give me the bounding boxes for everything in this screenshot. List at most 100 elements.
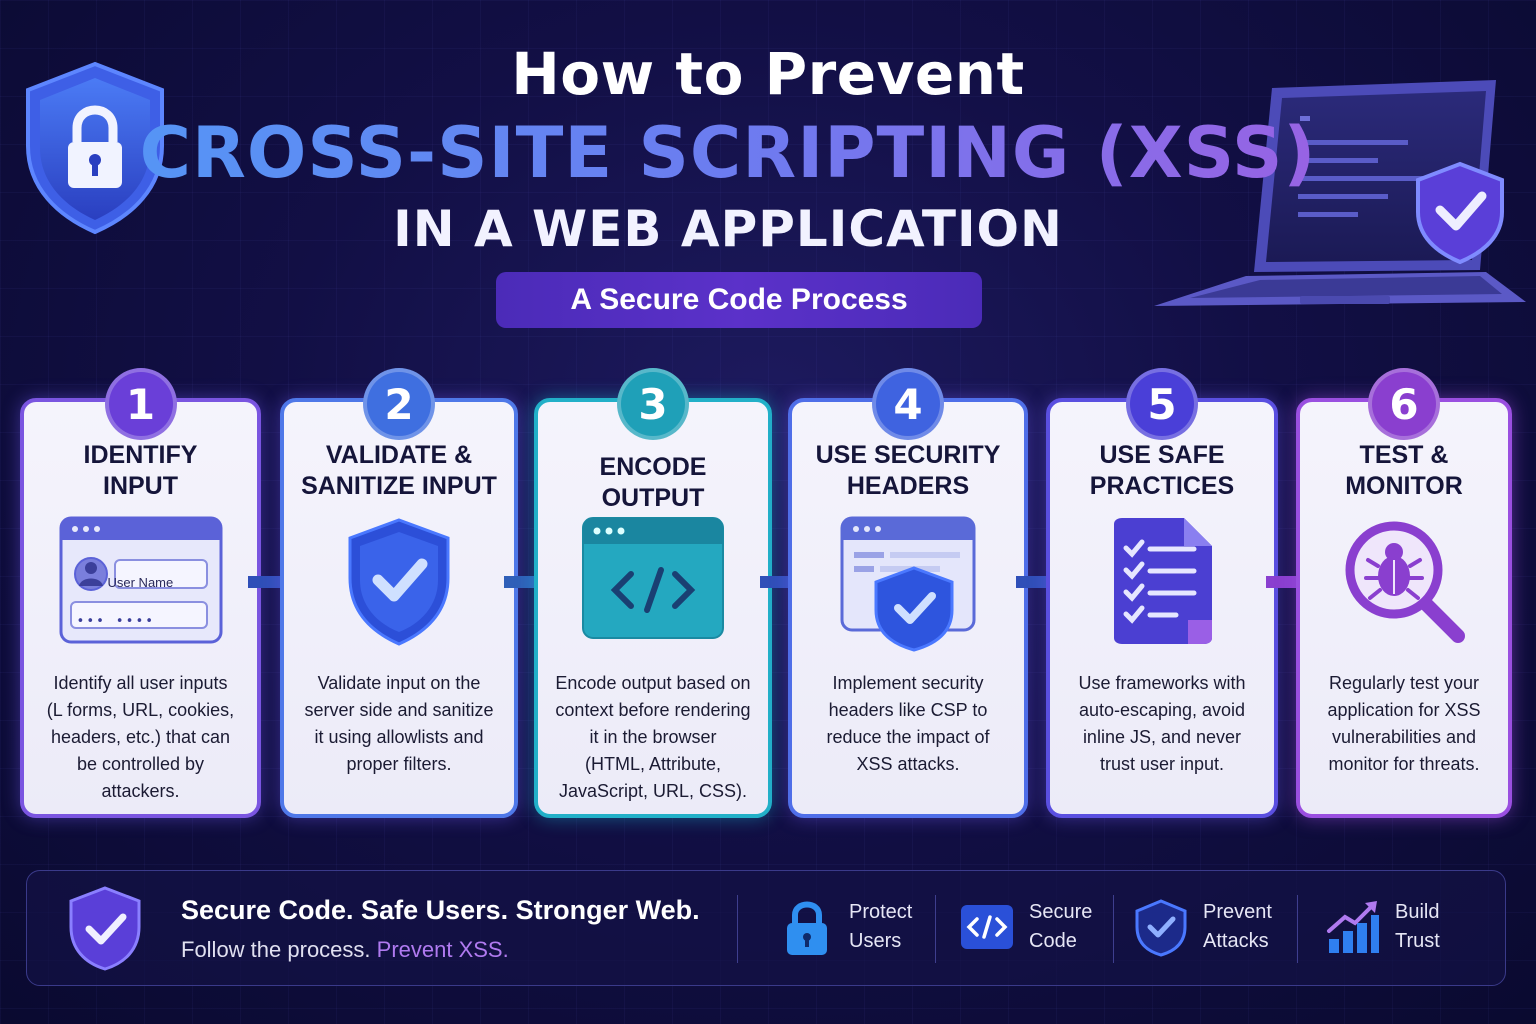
step-title-2-line-2: SANITIZE INPUT — [301, 472, 497, 500]
footer-subline: Follow the process. Prevent XSS. — [181, 937, 509, 963]
feature-label-line: Code — [1029, 930, 1077, 952]
feature-label-line: Secure — [1029, 901, 1093, 923]
step-number-1: 1 — [104, 368, 177, 440]
step-desc-5-line: auto-escaping, avoid — [1078, 700, 1246, 720]
process-steps: 1 IDENTIFY INPUT User Name ••• •••• Iden… — [0, 362, 1536, 832]
step-title-4-line-1: USE SECURITY — [815, 441, 1001, 469]
step-card-5: 5 USE SAFE PRACTICES Use frameworks with… — [1046, 368, 1278, 818]
step-desc-6: Regularly test your application for XSS … — [1312, 670, 1496, 778]
step-desc-5-line: Use frameworks with — [1078, 673, 1246, 693]
step-desc-5-line: trust user input. — [1099, 754, 1225, 774]
feature-label: Protect Users — [849, 898, 912, 956]
footer-tagline: Secure Code. Safe Users. Stronger Web. — [181, 895, 700, 925]
step-title-1-line-2: INPUT — [103, 472, 178, 500]
footer-subline-text: Follow the process. — [181, 937, 377, 962]
step-desc-1-line: (L forms, URL, cookies, — [46, 700, 235, 720]
feature-label-line: Attacks — [1203, 930, 1269, 952]
step-desc-2-line: Validate input on the — [317, 673, 481, 693]
step-title-1-line-1: IDENTIFY — [83, 441, 198, 469]
step-desc-6-line: Regularly test your — [1328, 673, 1480, 693]
step-desc-3-line: context before rendering — [555, 700, 751, 720]
footer-banner: Secure Code. Safe Users. Stronger Web. F… — [26, 870, 1506, 986]
step-desc-3-line: JavaScript, URL, CSS). — [558, 781, 748, 801]
step-number-3: 3 — [617, 368, 689, 440]
step-desc-2-line: server side and sanitize — [304, 700, 494, 720]
step-title-2: VALIDATE & SANITIZE INPUT — [292, 440, 506, 502]
step-desc-1-line: headers, etc.) that can — [50, 727, 231, 747]
step-desc-6-line: monitor for threats. — [1328, 754, 1480, 774]
feature-label: Secure Code — [1029, 898, 1092, 956]
login-password-mask: ••• •••• — [76, 614, 156, 629]
title-line-3: IN A WEB APPLICATION — [393, 200, 1063, 258]
step-number-5: 5 — [1126, 368, 1198, 440]
step-desc-1: Identify all user inputs (L forms, URL, … — [36, 670, 245, 805]
subtitle-text: A Secure Code Process — [570, 283, 908, 316]
step-desc-4-line: headers like CSP to — [828, 700, 988, 720]
step-number-6: 6 — [1368, 368, 1440, 440]
step-card-3: 3 ENCODE OUTPUT Encode output based on c… — [534, 368, 772, 818]
step-desc-3: Encode output based on context before re… — [550, 670, 756, 805]
code-icon — [961, 905, 1013, 949]
growth-chart-icon — [1327, 901, 1379, 953]
footer-subline-accent: Prevent XSS. — [376, 937, 509, 962]
feature-label-line: Prevent — [1203, 901, 1272, 923]
feature-label: Build Trust — [1395, 898, 1440, 956]
step-number-4: 4 — [872, 368, 944, 440]
footer-divider — [737, 895, 738, 963]
step-desc-4-line: Implement security — [832, 673, 984, 693]
step-desc-3-line: it in the browser — [589, 727, 717, 747]
padlock-shield-icon — [26, 61, 164, 235]
title-line-1: How to Prevent — [511, 40, 1025, 108]
title-line-2: CROSS-SITE SCRIPTING (XSS) — [0, 112, 1496, 194]
step-title-6-line-2: MONITOR — [1345, 472, 1463, 500]
step-desc-3-line: (HTML, Attribute, — [584, 754, 722, 774]
feature-label: Prevent Attacks — [1203, 898, 1272, 956]
footer-divider — [1297, 895, 1298, 963]
footer-divider — [935, 895, 936, 963]
browser-shield-icon — [840, 516, 976, 652]
feature-secure-code: Secure Code — [959, 897, 1092, 957]
step-card-2: 2 VALIDATE & SANITIZE INPUT Validate inp… — [280, 368, 518, 818]
feature-label-line: Users — [849, 930, 902, 952]
step-desc-2-line: it using allowlists and — [314, 727, 484, 747]
step-desc-6-line: vulnerabilities and — [1331, 727, 1477, 747]
step-desc-5: Use frameworks with auto-escaping, avoid… — [1062, 670, 1262, 778]
step-desc-4-line: XSS attacks. — [856, 754, 960, 774]
feature-label-line: Trust — [1395, 930, 1440, 952]
login-form-icon — [59, 516, 222, 644]
checklist-document-icon — [1114, 518, 1212, 644]
step-desc-5-line: inline JS, and never — [1082, 727, 1242, 747]
step-desc-1-line: be controlled by — [76, 754, 205, 774]
step-title-5-line-1: USE SAFE — [1099, 441, 1225, 469]
step-title-4: USE SECURITY HEADERS — [800, 440, 1016, 502]
step-card-4: 4 USE SECURITY HEADERS Implement securit… — [788, 368, 1028, 818]
bug-magnifier-icon — [1345, 521, 1465, 643]
step-desc-3-line: Encode output based on — [555, 673, 751, 693]
feature-protect-users: Protect Users — [779, 897, 912, 957]
step-title-6-line-1: TEST & — [1359, 441, 1449, 469]
step-title-5-line-2: PRACTICES — [1089, 472, 1235, 500]
step-desc-4-line: reduce the impact of — [826, 727, 990, 747]
feature-build-trust: Build Trust — [1325, 897, 1440, 957]
feature-label-line: Protect — [849, 901, 913, 923]
step-title-6: TEST & MONITOR — [1308, 440, 1500, 502]
feature-prevent-attacks: Prevent Attacks — [1133, 897, 1272, 957]
shield-check-icon — [1135, 899, 1187, 957]
step-number-2: 2 — [363, 368, 435, 440]
login-username-label: User Name — [107, 575, 174, 590]
shield-check-icon — [348, 518, 450, 646]
step-card-1: 1 IDENTIFY INPUT User Name ••• •••• Iden… — [20, 368, 261, 818]
step-title-3-line-1: ENCODE OUTPUT — [599, 453, 707, 512]
subtitle-badge: A Secure Code Process — [496, 272, 982, 328]
step-title-1: IDENTIFY INPUT — [32, 440, 249, 502]
feature-label-line: Build — [1395, 901, 1440, 923]
lock-icon — [787, 901, 827, 955]
step-title-2-line-1: VALIDATE & — [325, 441, 473, 469]
step-card-6: 6 TEST & MONITOR Regularly test your app… — [1296, 368, 1512, 818]
code-window-icon — [582, 517, 724, 639]
step-desc-6-line: application for XSS — [1327, 700, 1481, 720]
step-desc-1-line: Identify all user inputs — [53, 673, 228, 693]
step-title-4-line-2: HEADERS — [846, 472, 970, 500]
step-desc-2: Validate input on the server side and sa… — [296, 670, 502, 778]
step-title-5: USE SAFE PRACTICES — [1058, 440, 1266, 502]
